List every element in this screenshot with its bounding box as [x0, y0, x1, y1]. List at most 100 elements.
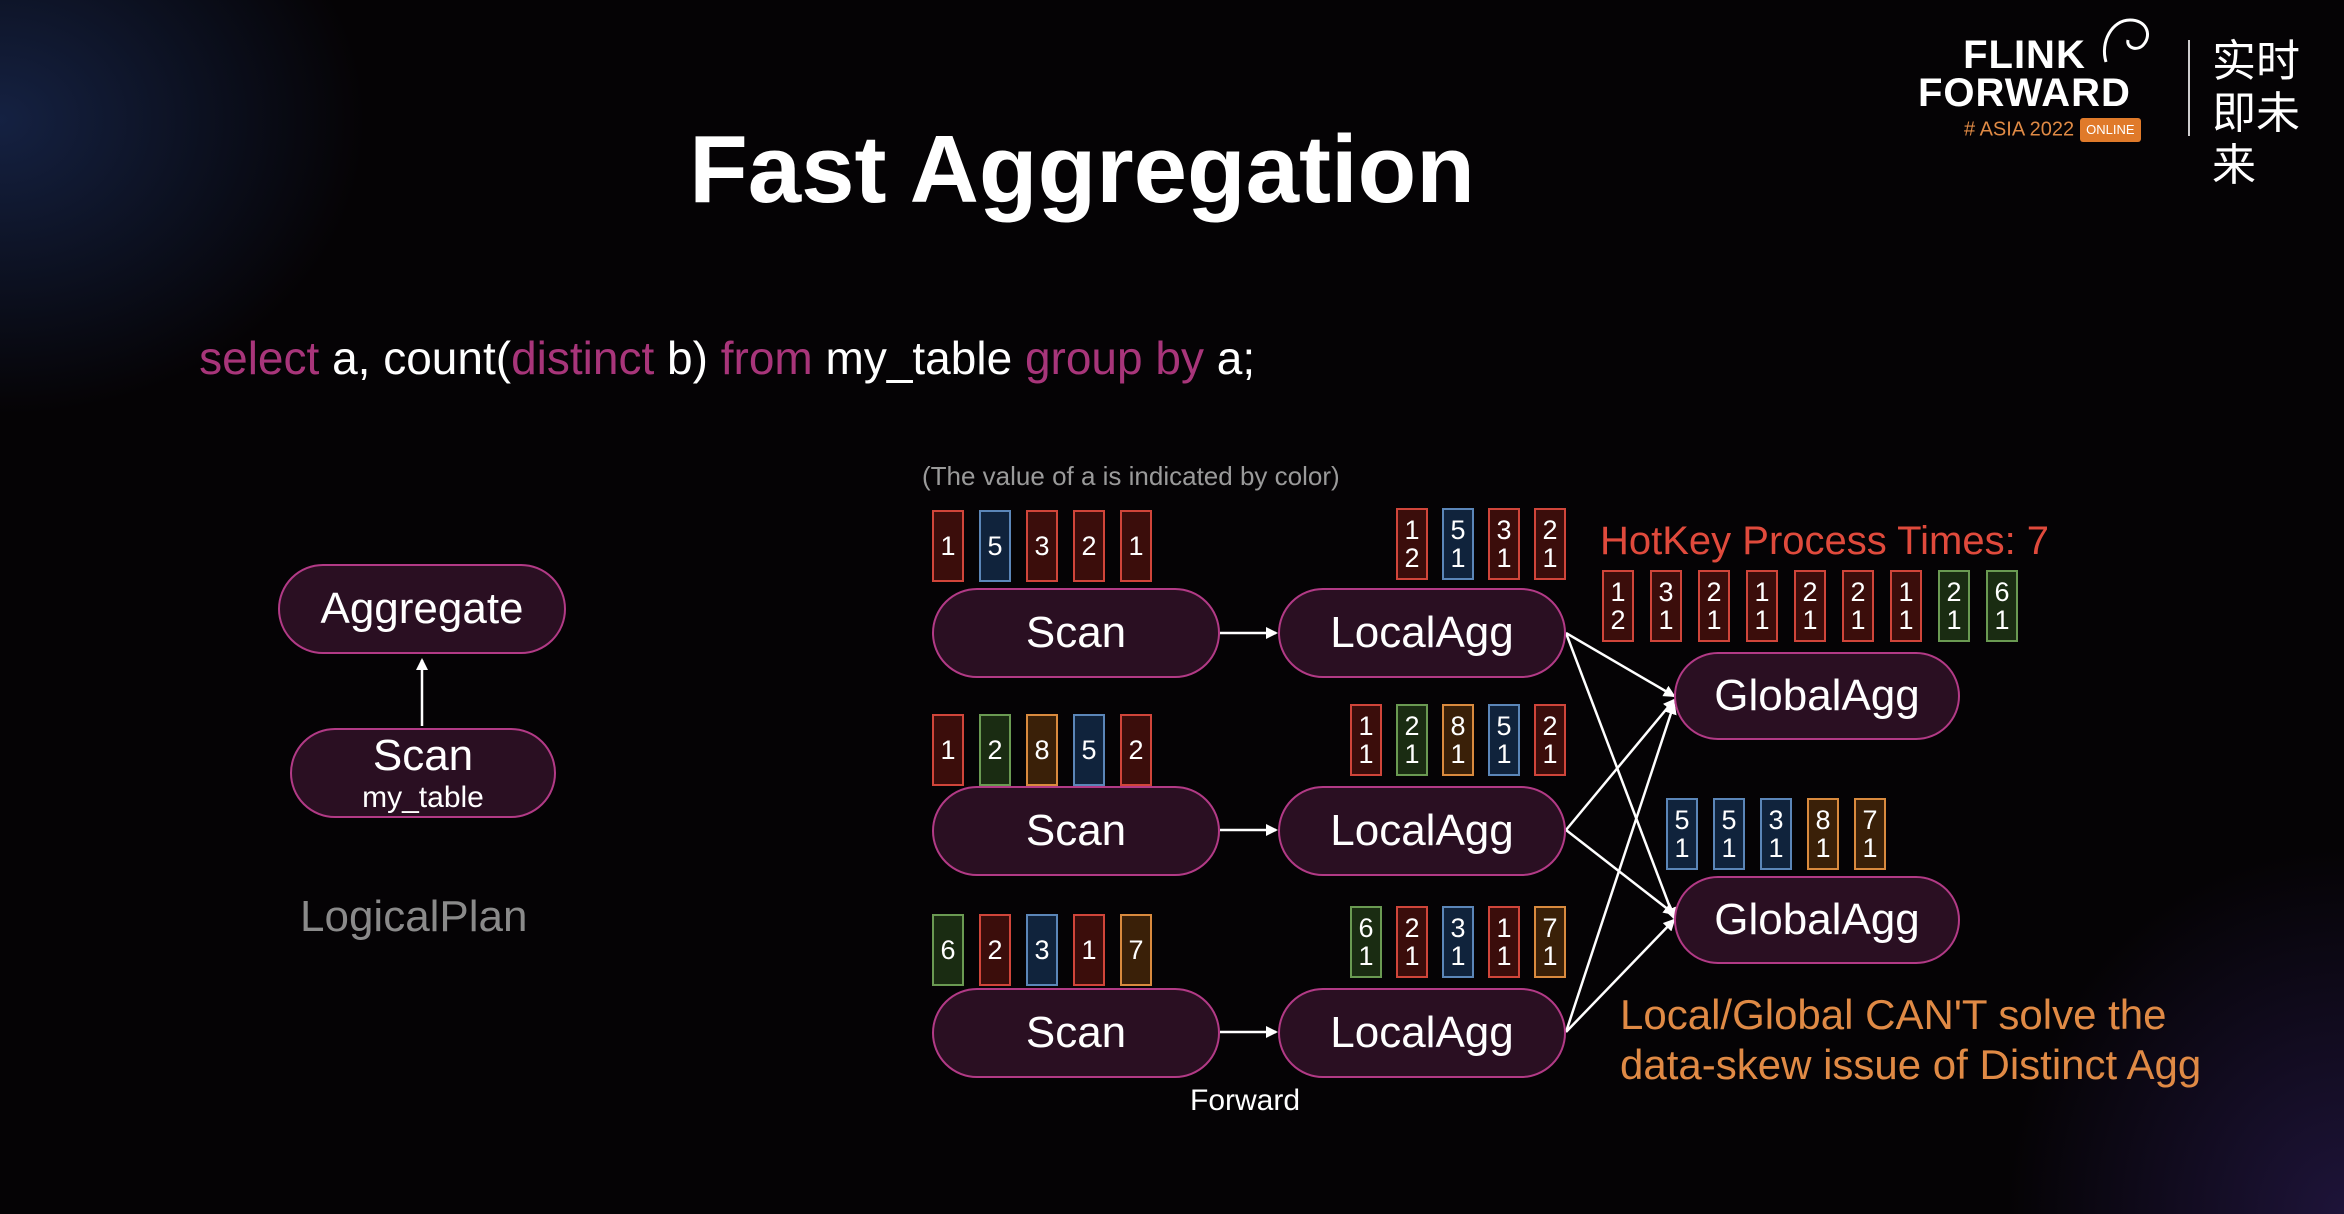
node-label: LocalAgg [1330, 1008, 1514, 1057]
shuffle-edge [1565, 918, 1676, 1033]
sql-keyword: from [720, 332, 813, 384]
localagg-node-1: LocalAgg [1278, 588, 1566, 678]
scan-input-record: 2 [1073, 510, 1105, 582]
sql-text: a; [1203, 332, 1256, 384]
sql-keyword: group by [1024, 332, 1204, 384]
token-value: 1 [1994, 605, 2010, 635]
token-value: 1 [1898, 577, 1914, 607]
logo-line2: FORWARD [1918, 71, 2131, 115]
token-value: 2 [1542, 515, 1558, 545]
token-value: 7 [1862, 805, 1878, 835]
token-value: 1 [1768, 833, 1784, 863]
token-value: 3 [1034, 531, 1050, 561]
token-value: 1 [1721, 833, 1737, 863]
token-value: 2 [1610, 605, 1626, 635]
token-value: 3 [1034, 935, 1050, 965]
token-value: 1 [940, 531, 956, 561]
scan-input-record: 1 [1073, 914, 1105, 986]
token-value: 1 [1898, 605, 1914, 635]
token-value: 1 [1946, 605, 1962, 635]
scan-input-record: 6 [932, 914, 964, 986]
token-value: 8 [1450, 711, 1466, 741]
token-value: 1 [1542, 739, 1558, 769]
token-value: 1 [1496, 739, 1512, 769]
slide-title: Fast Aggregation [689, 116, 1475, 223]
token-value: 5 [1081, 735, 1097, 765]
logo-online-badge: ONLINE [2080, 118, 2141, 142]
node-label: LocalAgg [1330, 806, 1514, 855]
shuffle-edge [1564, 702, 1677, 1033]
token-value: 1 [1674, 833, 1690, 863]
token-value: 2 [1404, 913, 1420, 943]
token-value: 1 [1358, 941, 1374, 971]
token-value: 1 [1496, 543, 1512, 573]
scan-input-record: 7 [1120, 914, 1152, 986]
scan-input-record: 5 [1073, 714, 1105, 786]
logo-line1: FLINK [1963, 33, 2086, 77]
token-value: 1 [1496, 941, 1512, 971]
token-value: 5 [1450, 515, 1466, 545]
token-value: 3 [1496, 515, 1512, 545]
scan-input-record: 3 [1026, 510, 1058, 582]
scan-input-record: 1 [932, 714, 964, 786]
token-value: 2 [987, 935, 1003, 965]
shuffle-edge [1565, 829, 1676, 916]
token-value: 2 [1081, 531, 1097, 561]
forward-label: Forward [1190, 1084, 1301, 1117]
token-value: 1 [1850, 605, 1866, 635]
token-value: 1 [1496, 913, 1512, 943]
logical-scan-node: Scan my_table [290, 728, 556, 818]
token-value: 2 [1542, 711, 1558, 741]
scan-input-record: 1 [932, 510, 964, 582]
token-value: 1 [1542, 941, 1558, 971]
token-value: 2 [1128, 735, 1144, 765]
token-value: 1 [940, 735, 956, 765]
node-label: Scan [1025, 1008, 1127, 1057]
node-label: Scan [1025, 806, 1127, 855]
skew-warning: Local/Global CAN'T solve the data-skew i… [1620, 990, 2201, 1090]
token-value: 7 [1128, 935, 1144, 965]
token-value: 1 [1862, 833, 1878, 863]
flink-forward-logo: FLINK FORWARD [1918, 33, 2131, 115]
globalagg-node-2: GlobalAgg [1674, 876, 1960, 964]
sql-keyword: select [199, 332, 320, 384]
token-value: 1 [1404, 941, 1420, 971]
node-label: LocalAgg [1330, 608, 1514, 657]
scan-node-1: Scan [932, 588, 1220, 678]
node-label: Scan [1025, 608, 1127, 657]
token-value: 5 [1674, 805, 1690, 835]
token-value: 2 [987, 735, 1003, 765]
token-value: 1 [1081, 935, 1097, 965]
shuffle-edge [1565, 698, 1676, 831]
skew-warning-line1: Local/Global CAN'T solve the [1620, 991, 2167, 1038]
node-sublabel: my_table [362, 781, 484, 814]
logical-plan-caption: LogicalPlan [300, 892, 528, 941]
token-value: 1 [1358, 739, 1374, 769]
token-value: 2 [1404, 711, 1420, 741]
localagg-node-3: LocalAgg [1278, 988, 1566, 1078]
token-value: 1 [1358, 711, 1374, 741]
token-value: 3 [1768, 805, 1784, 835]
node-label: Scan [372, 731, 474, 780]
scan-input-record: 2 [1120, 714, 1152, 786]
skew-warning-line2: data-skew issue of Distinct Agg [1620, 1041, 2202, 1088]
